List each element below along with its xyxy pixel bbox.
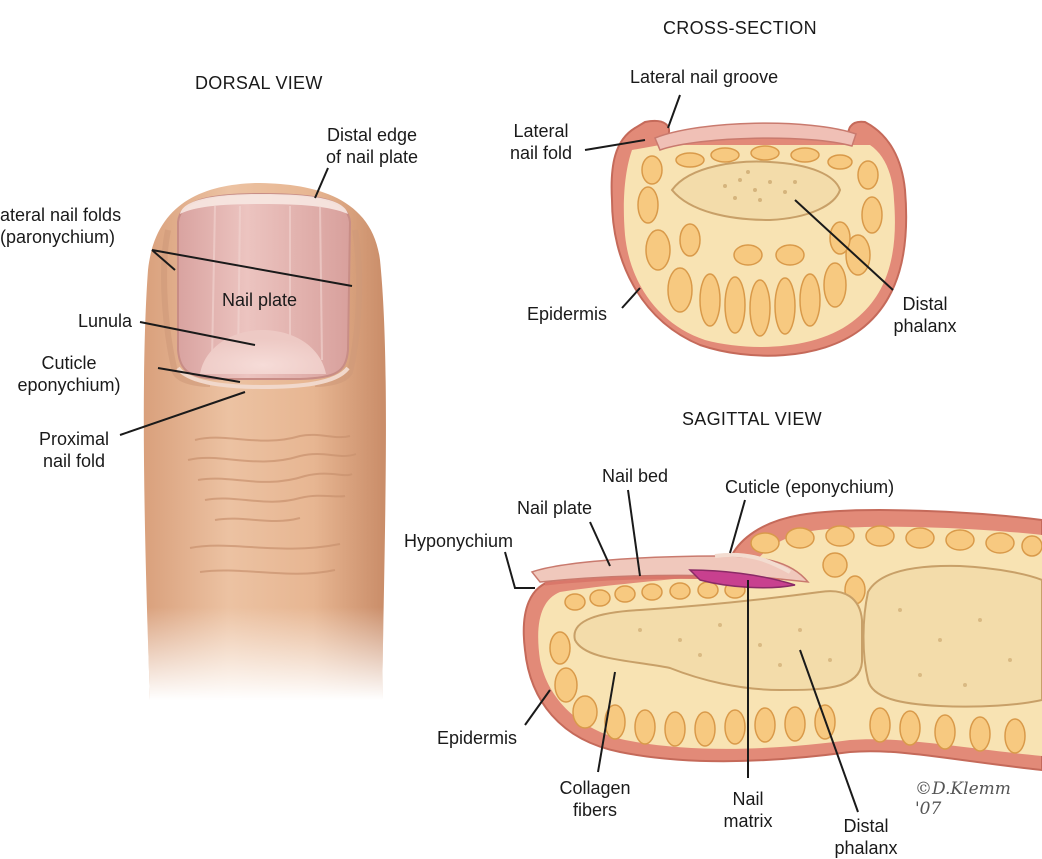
label-cuticle-eponychium: Cuticle (eponychium)	[725, 476, 894, 498]
label-cuticle-dorsal: Cuticle eponychium)	[0, 352, 138, 396]
artist-signature: ©D.Klemm '07	[915, 779, 1042, 819]
label-lunula: Lunula	[78, 310, 132, 332]
label-distal-edge: Distal edge of nail plate	[312, 124, 432, 168]
label-proximal-nail-fold: Proximal nail fold	[24, 428, 124, 472]
label-nail-matrix: Nail matrix	[712, 788, 784, 832]
cross-section-title: CROSS-SECTION	[663, 17, 817, 39]
cross-section-figure	[612, 121, 907, 356]
label-epidermis-sagittal: Epidermis	[437, 727, 517, 749]
label-collagen-fibers: Collagen fibers	[540, 777, 650, 821]
label-lateral-nail-fold: Lateral nail fold	[497, 120, 585, 164]
label-distal-phalanx-cross: Distal phalanx	[880, 293, 970, 337]
dorsal-view-title: DORSAL VIEW	[195, 72, 323, 94]
label-epidermis-cross: Epidermis	[527, 303, 607, 325]
label-lateral-nail-folds: ateral nail folds (paronychium)	[0, 204, 121, 248]
sagittal-view-title: SAGITTAL VIEW	[682, 408, 822, 430]
label-nail-plate-sagittal: Nail plate	[517, 497, 592, 519]
label-distal-phalanx-sagittal: Distal phalanx	[816, 815, 916, 859]
label-hyponychium: Hyponychium	[404, 530, 513, 552]
dorsal-finger	[144, 183, 386, 700]
label-nail-bed: Nail bed	[602, 465, 668, 487]
label-nail-plate-dorsal: Nail plate	[222, 289, 297, 311]
label-lateral-nail-groove: Lateral nail groove	[630, 66, 778, 88]
